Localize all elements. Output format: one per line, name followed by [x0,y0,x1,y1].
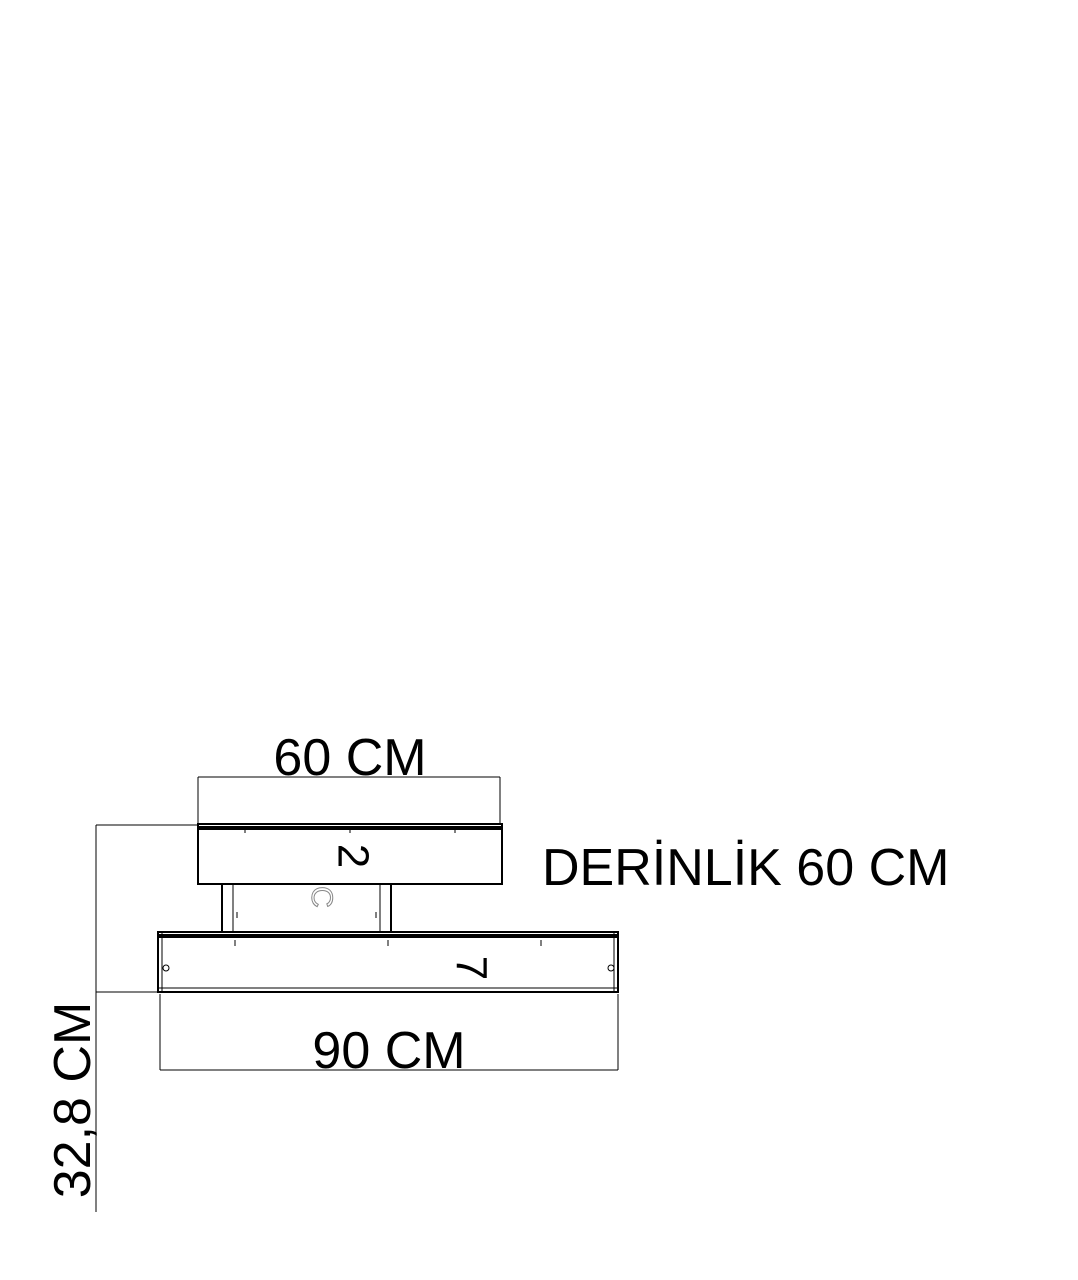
bracket-hardware-icon: C [305,886,338,908]
top-part-number: 2 [328,844,377,868]
height-label: 32,8 CM [44,1002,102,1199]
bottom-shelf [157,931,619,993]
top-width-dimension [197,776,501,823]
top-shelf [197,823,503,885]
depth-label: DERİNLİK 60 CM [542,839,949,897]
bottom-width-dimension [159,994,619,1071]
top-width-label: 60 CM [273,729,426,787]
bottom-width-label: 90 CM [312,1022,465,1080]
support-column [221,884,392,932]
bottom-part-number: 7 [446,956,495,980]
height-dimension [95,824,198,1212]
